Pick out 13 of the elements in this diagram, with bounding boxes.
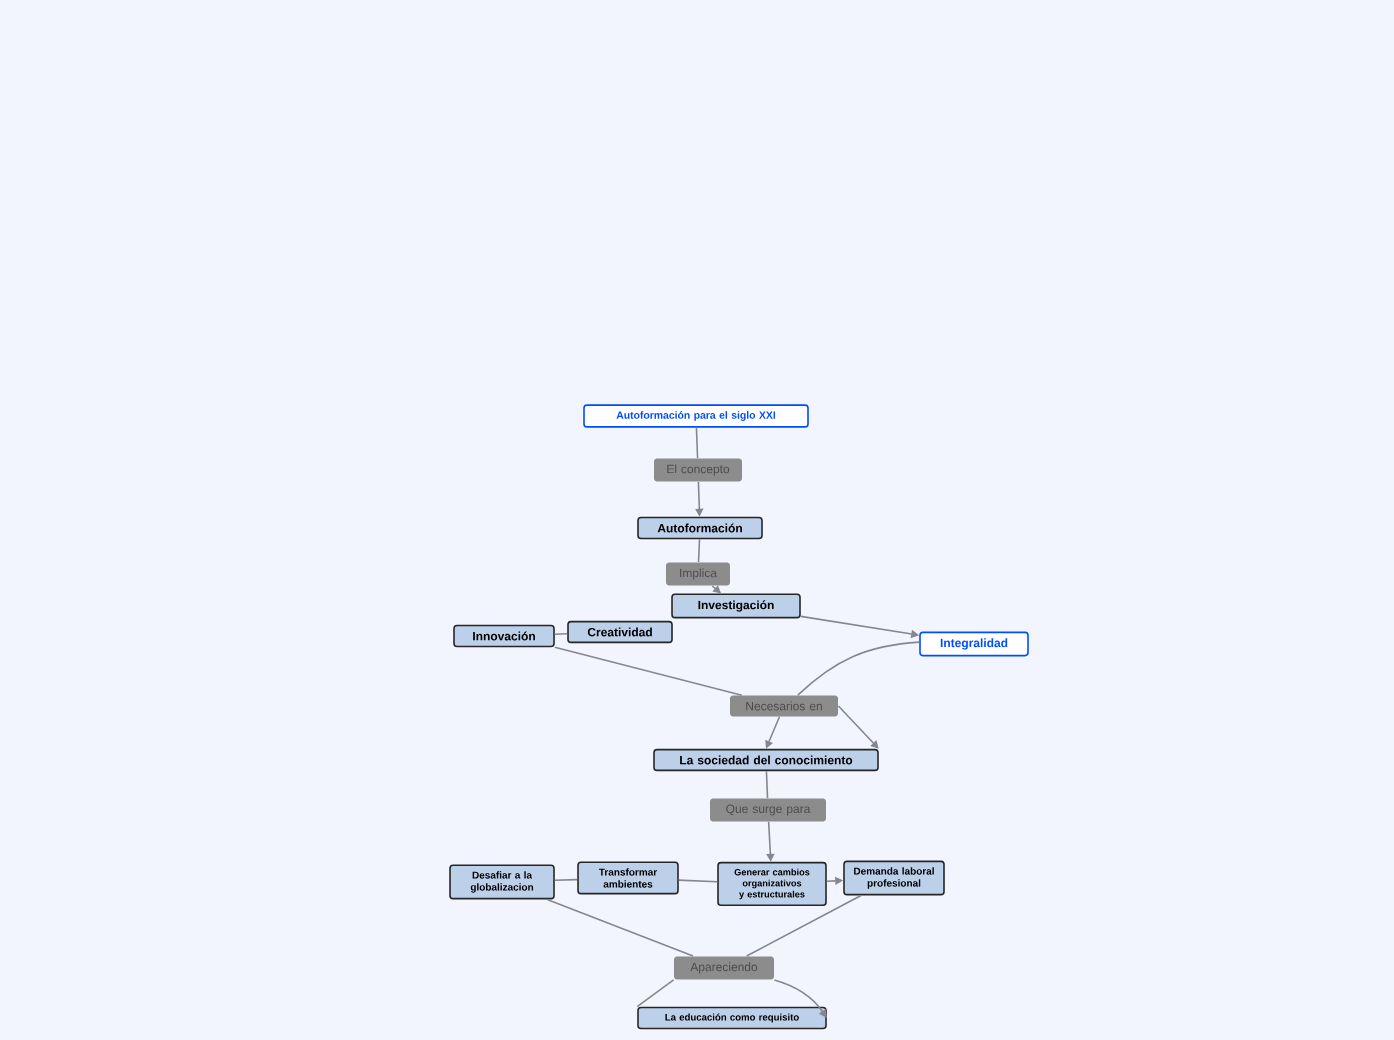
connector (745, 894, 862, 957)
connector (554, 633, 568, 636)
connector (554, 646, 743, 696)
connector (636, 979, 675, 1008)
connector (765, 770, 769, 799)
connector (697, 538, 701, 563)
connector (773, 979, 827, 1018)
connector (678, 879, 718, 883)
connector (837, 705, 879, 749)
connector (797, 641, 920, 696)
connector (695, 426, 699, 459)
connector (546, 898, 694, 957)
connector (554, 878, 578, 882)
